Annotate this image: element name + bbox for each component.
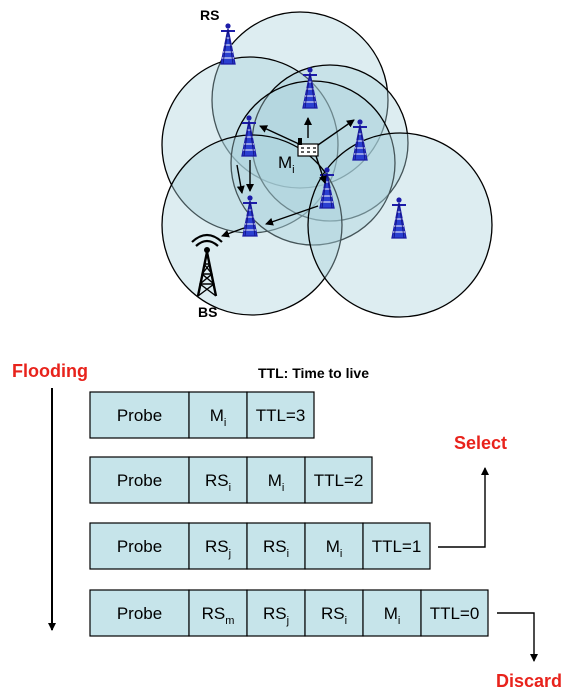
packet-cell-label: RSj xyxy=(263,604,289,627)
packet-row: Probe RSi Mi TTL=2 xyxy=(89,456,373,504)
packet-cell-label: Mi xyxy=(384,604,401,627)
packet-cell xyxy=(304,589,364,637)
packet-cell-label: TTL=2 xyxy=(314,471,364,490)
packet-cell-subscript: j xyxy=(228,548,231,560)
mobile-station-building-icon xyxy=(297,138,319,157)
packet-cell-subscript: j xyxy=(286,615,289,627)
packet-cell-label: TTL=3 xyxy=(256,406,306,425)
arrow xyxy=(236,164,245,194)
packet-cell-label: Mi xyxy=(268,471,285,494)
packet-cell-label: RSi xyxy=(263,537,289,560)
discard-connector xyxy=(497,612,538,662)
packet-cell xyxy=(89,522,190,570)
packet-cell xyxy=(420,589,489,637)
packet-cell-label: TTL=1 xyxy=(372,537,422,556)
packet-cell-label: Probe xyxy=(117,406,162,425)
discard-label: Discard xyxy=(496,671,562,691)
arrow xyxy=(315,155,327,184)
flooding-title: Flooding xyxy=(12,361,88,381)
packet-cell-subscript: i xyxy=(282,482,284,494)
mobile-label: Mi xyxy=(278,153,295,176)
packet-cell xyxy=(362,522,431,570)
packet-cell-subscript: m xyxy=(225,615,234,627)
arrow xyxy=(259,125,300,145)
packet-cell-subscript: i xyxy=(340,548,342,560)
packet-cell xyxy=(246,391,315,439)
packet-cell-label: RSj xyxy=(205,537,231,560)
packet-cell xyxy=(246,589,306,637)
packet-cell xyxy=(246,456,306,504)
packet-cell xyxy=(304,456,373,504)
packet-row: Probe Mi TTL=3 xyxy=(89,391,315,439)
packet-cell xyxy=(89,589,190,637)
packet-cell-label: RSi xyxy=(321,604,347,627)
packet-cell-label: Probe xyxy=(117,471,162,490)
flooding-arrows xyxy=(221,117,355,238)
packet-cell-subscript: i xyxy=(287,548,289,560)
packet-cell-label: Mi xyxy=(326,537,343,560)
base-station-tower-icon xyxy=(191,233,223,297)
packet-cell-label: Mi xyxy=(210,406,227,429)
bs-label: BS xyxy=(198,304,217,320)
arrow xyxy=(317,119,355,146)
packet-cell-subscript: i xyxy=(398,615,400,627)
select-connector xyxy=(438,467,489,548)
packet-cell-label: RSm xyxy=(202,604,235,627)
coverage-circle xyxy=(211,11,389,189)
packet-cell xyxy=(188,522,248,570)
arrow xyxy=(221,227,245,238)
packet-cell xyxy=(188,456,248,504)
arrow xyxy=(265,205,319,226)
packet-row: Probe RSj RSi Mi TTL=1 xyxy=(89,522,431,570)
rs-label: RS xyxy=(200,7,219,23)
packet-cell-subscript: i xyxy=(229,482,231,494)
packet-cell-label: TTL=0 xyxy=(430,604,480,623)
packet-cell xyxy=(89,391,190,439)
packet-row: Probe RSm RSj RSi Mi TTL=0 xyxy=(89,589,489,637)
packet-cell xyxy=(246,522,306,570)
packet-cell-label: RSi xyxy=(205,471,231,494)
packet-cell xyxy=(304,522,364,570)
ttl-note: TTL: Time to live xyxy=(258,365,369,381)
packet-cell-label: Probe xyxy=(117,537,162,556)
packet-cell-subscript: i xyxy=(224,417,226,429)
packet-cell-subscript: i xyxy=(345,615,347,627)
select-label: Select xyxy=(454,433,507,453)
packet-cell-label: Probe xyxy=(117,604,162,623)
